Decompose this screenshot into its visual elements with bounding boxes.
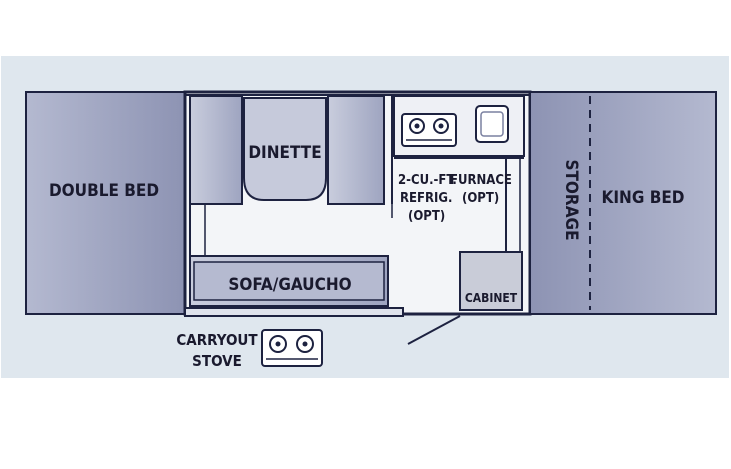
- refrig-label-line3: (OPT): [408, 209, 445, 224]
- double-bed: DOUBLE BED: [25, 91, 187, 315]
- refrig-label-line1: 2-CU.-FT.: [398, 173, 457, 188]
- dinette: DINETTE: [189, 95, 385, 205]
- carryout-stove: CARRYOUT STOVE: [176, 329, 323, 370]
- double-bed-label: DOUBLE BED: [49, 181, 159, 201]
- dinette-seat-right: [327, 95, 385, 205]
- sofa-gaucho: SOFA/GAUCHO: [189, 255, 389, 307]
- carryout-label-line1: CARRYOUT: [176, 331, 258, 349]
- refrig-label-line2: REFRIG.: [400, 191, 452, 206]
- stove-icon: [401, 113, 457, 147]
- storage-label: STORAGE: [561, 159, 581, 240]
- furnace-label-line2: (OPT): [462, 191, 499, 206]
- dinette-table: [243, 97, 327, 201]
- king-bed-label: KING BED: [601, 188, 684, 208]
- dinette-seat-left: [189, 95, 243, 205]
- sofa-label: SOFA/GAUCHO: [228, 275, 351, 295]
- interior-walls: [189, 96, 393, 256]
- furnace-label-line1: FURNACE: [450, 173, 512, 188]
- refrig-furnace-area: 2-CU.-FT. REFRIG. (OPT) FURNACE (OPT): [394, 157, 524, 252]
- door-swing-line: [407, 315, 461, 345]
- sink-icon: [475, 105, 509, 143]
- carryout-stove-icon: [261, 329, 323, 367]
- cabinet-label: CABINET: [465, 291, 518, 305]
- carryout-label-line2: STOVE: [192, 352, 242, 370]
- cabinet: CABINET: [459, 251, 523, 311]
- kitchen-counter: [393, 95, 525, 157]
- front-door-wall: [184, 307, 404, 317]
- dinette-label: DINETTE: [248, 143, 321, 163]
- king-bed: KING BED: [529, 91, 717, 315]
